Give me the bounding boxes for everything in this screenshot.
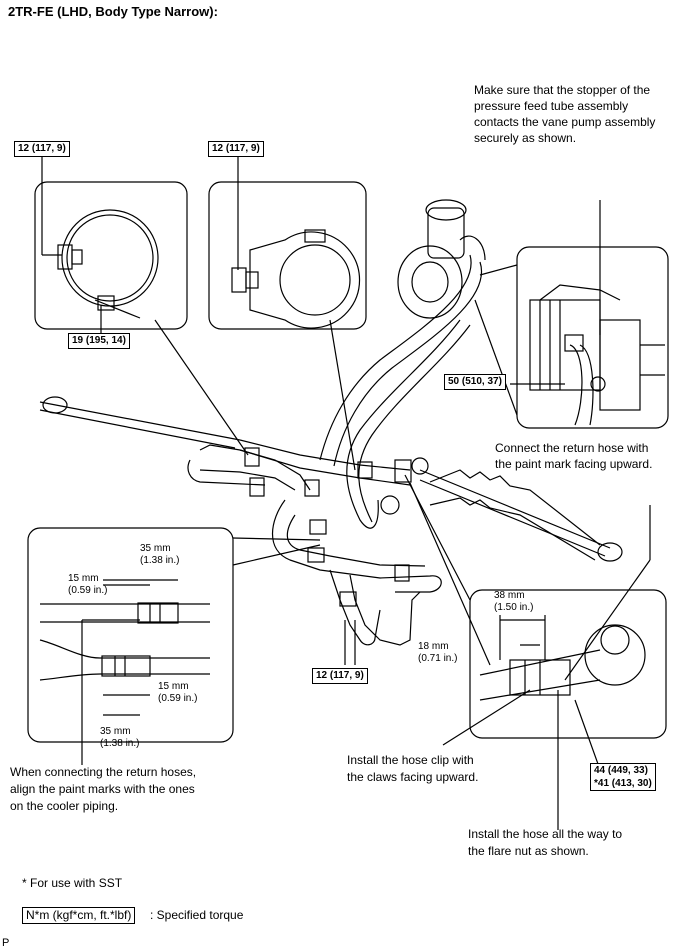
callout-clamp-right <box>208 181 367 330</box>
page-title: 2TR-FE (LHD, Body Type Narrow): <box>8 4 218 19</box>
torque-legend-text: : Specified torque <box>150 908 244 922</box>
note-stopper: Make sure that the stopper of the pressu… <box>474 82 655 146</box>
note-stopper-line: securely as shown. <box>474 131 577 145</box>
note-flare-nut-line: the flare nut as shown. <box>468 844 589 858</box>
torque-legend-box: N*m (kgf*cm, ft.*lbf) <box>22 907 136 924</box>
dimension-value: (0.59 in.) <box>68 585 108 596</box>
callout-hose-clip <box>469 589 667 739</box>
torque-label-clamp-bolt: 19 (195, 14) <box>68 333 130 349</box>
dimension-value: (1.38 in.) <box>140 555 180 566</box>
dimension-15mm-bottom: 15 mm (0.59 in.) <box>158 681 197 705</box>
dimension-value: (0.59 in.) <box>158 693 198 704</box>
note-return-hoses-line: on the cooler piping. <box>10 799 119 813</box>
note-hose-clip-line: Install the hose clip with <box>347 753 474 767</box>
torque-value-sst: *41 (413, 30) <box>594 778 652 789</box>
note-stopper-line: pressure feed tube assembly <box>474 99 629 113</box>
note-return-hose-line: Connect the return hose with <box>495 441 649 455</box>
callout-return-hoses <box>27 527 234 743</box>
torque-label-clamp-left: 12 (117, 9) <box>14 141 70 157</box>
corner-mark: P <box>2 937 10 949</box>
dimension-value: (1.38 in.) <box>100 738 140 749</box>
dimension-value: (1.50 in.) <box>494 602 534 613</box>
dimension-35mm-bottom: 35 mm (1.38 in.) <box>100 726 139 750</box>
dimension-18mm: 18 mm (0.71 in.) <box>418 641 457 665</box>
dimension-value: 15 mm <box>68 573 99 584</box>
torque-label-clamp-right: 12 (117, 9) <box>208 141 264 157</box>
torque-value-standard: 44 (449, 33) <box>594 765 648 776</box>
note-return-hoses-line: align the paint marks with the ones <box>10 782 195 796</box>
note-stopper-line: contacts the vane pump assembly <box>474 115 656 129</box>
note-stopper-line: Make sure that the stopper of the <box>474 83 651 97</box>
dimension-value: 35 mm <box>100 726 131 737</box>
note-hose-clip-line: the claws facing upward. <box>347 770 479 784</box>
torque-label-cooler-clamp: 12 (117, 9) <box>312 668 368 684</box>
note-return-hose-line: the paint mark facing upward. <box>495 457 653 471</box>
dimension-value: 38 mm <box>494 590 525 601</box>
callout-vane-pump <box>516 246 669 429</box>
callout-clamp-left <box>34 181 188 330</box>
note-flare-nut: Install the hose all the way to the flar… <box>468 826 622 860</box>
sst-footnote: * For use with SST <box>22 876 123 890</box>
dimension-value: 15 mm <box>158 681 189 692</box>
note-hose-clip: Install the hose clip with the claws fac… <box>347 752 478 786</box>
dimension-38mm: 38 mm (1.50 in.) <box>494 590 533 614</box>
dimension-35mm-top: 35 mm (1.38 in.) <box>140 543 179 567</box>
dimension-15mm-top: 15 mm (0.59 in.) <box>68 573 107 597</box>
note-return-hose: Connect the return hose with the paint m… <box>495 440 652 472</box>
torque-label-flare-nut: 44 (449, 33) *41 (413, 30) <box>590 763 656 791</box>
note-return-hoses: When connecting the return hoses, align … <box>10 764 196 815</box>
torque-label-vane-pump: 50 (510, 37) <box>444 374 506 390</box>
dimension-value: 35 mm <box>140 543 171 554</box>
dimension-value: 18 mm <box>418 641 449 652</box>
dimension-value: (0.71 in.) <box>418 653 458 664</box>
note-return-hoses-line: When connecting the return hoses, <box>10 765 197 779</box>
note-flare-nut-line: Install the hose all the way to <box>468 827 623 841</box>
